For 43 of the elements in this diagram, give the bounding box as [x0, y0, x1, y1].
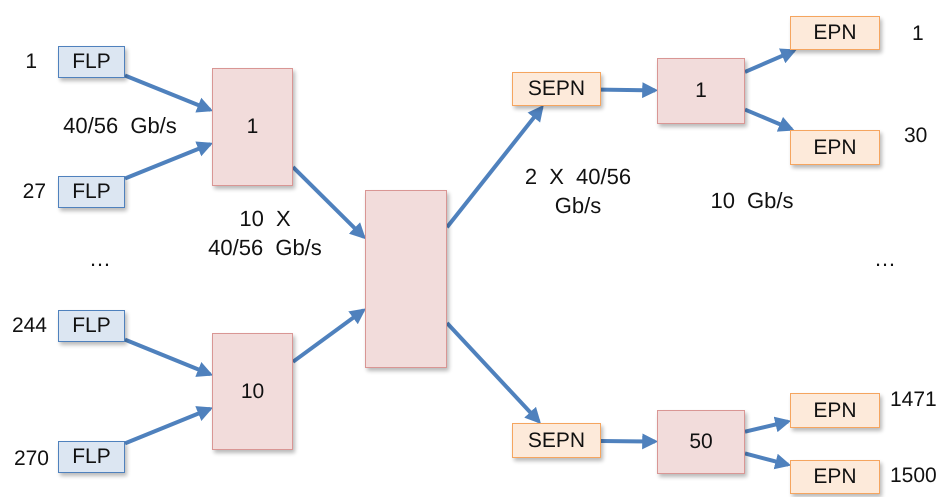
node-box: SEPN	[512, 423, 601, 458]
bandwidth-label: 10 Gb/s	[709, 187, 795, 215]
ellipsis: …	[873, 245, 897, 273]
index-number: 1	[912, 22, 924, 46]
switch-box: 50	[657, 410, 745, 474]
switch-box: 10	[212, 333, 293, 450]
arrow	[600, 433, 658, 450]
node-box: EPN	[790, 130, 880, 165]
flp-box: FLP	[58, 441, 125, 473]
index-number: 1	[25, 50, 37, 74]
index-number: 1471	[890, 388, 937, 412]
index-number: 27	[22, 180, 46, 204]
bandwidth-label: 40/56 Gb/s	[62, 112, 178, 140]
arrow	[124, 406, 214, 446]
flp-box: FLP	[58, 176, 125, 208]
node-box: EPN	[790, 393, 880, 428]
flp-box: FLP	[58, 310, 125, 342]
arrow	[744, 416, 792, 434]
index-number: 270	[14, 447, 49, 470]
switch-box: 1	[212, 68, 293, 186]
bandwidth-label: 2 X 40/56 Gb/s	[524, 163, 632, 220]
node-box: EPN	[790, 16, 880, 50]
switch-box	[365, 190, 447, 368]
arrow	[124, 338, 214, 377]
arrow	[292, 166, 366, 240]
arrow	[292, 308, 366, 364]
arrow	[744, 48, 797, 74]
arrow	[124, 141, 214, 180]
arrow	[600, 82, 658, 98]
index-number: 244	[12, 314, 47, 338]
index-number: 1500	[890, 464, 937, 488]
node-box: EPN	[790, 460, 880, 494]
node-box: SEPN	[512, 72, 601, 106]
arrow	[446, 322, 541, 424]
arrow	[744, 108, 795, 132]
ellipsis: …	[88, 245, 112, 273]
switch-box: 1	[657, 58, 745, 124]
arrow	[744, 452, 792, 470]
arrow	[124, 74, 214, 113]
arrow	[445, 105, 544, 228]
flp-box: FLP	[58, 46, 125, 78]
index-number: 30	[904, 124, 928, 148]
bandwidth-label: 10 X 40/56 Gb/s	[207, 205, 323, 262]
